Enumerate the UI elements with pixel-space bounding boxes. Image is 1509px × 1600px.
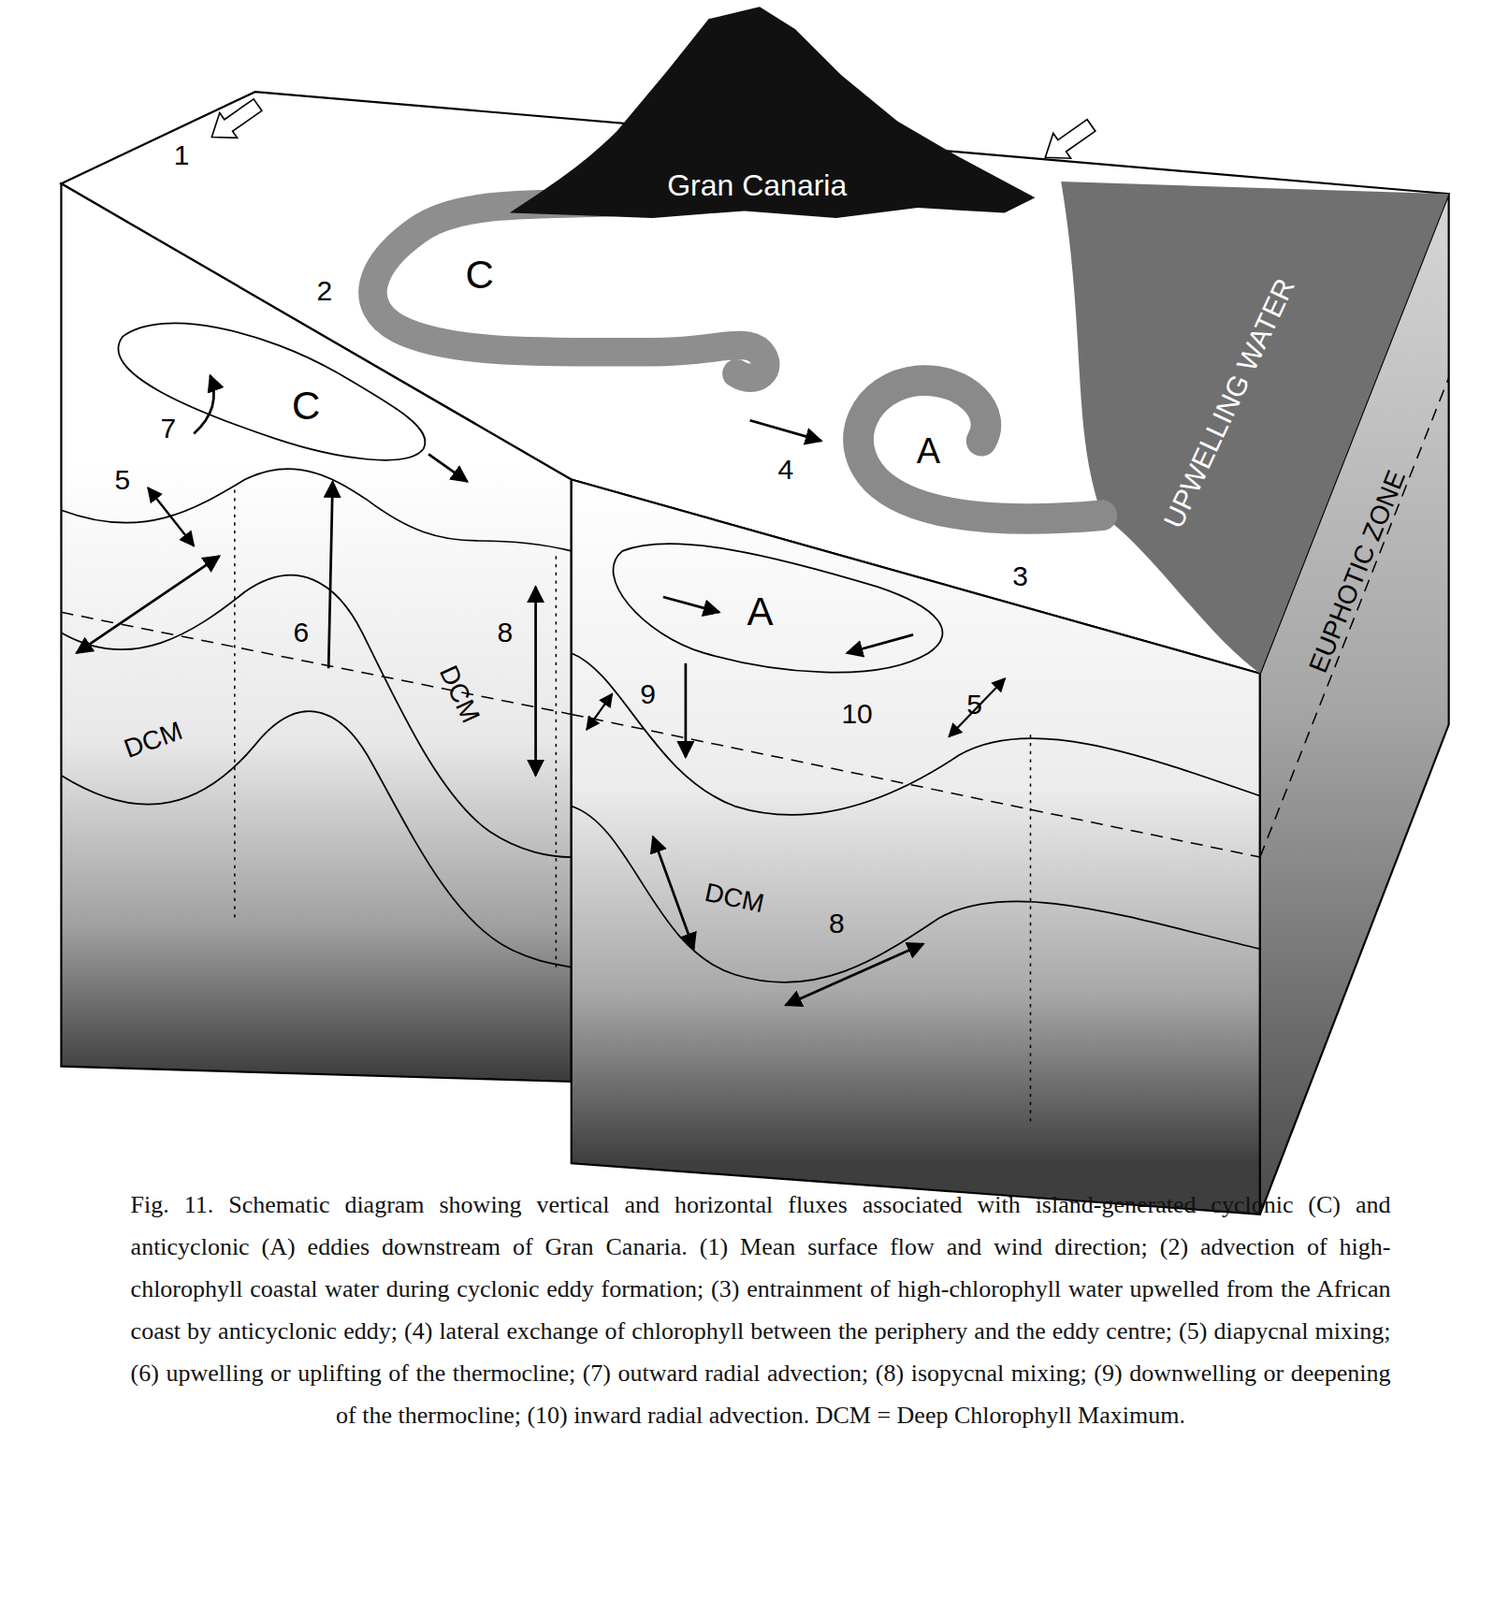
callout-number: 5 bbox=[966, 690, 983, 719]
callout-number: 7 bbox=[160, 414, 177, 443]
dcm-label: DCM bbox=[120, 717, 186, 763]
dcm-label: DCM bbox=[435, 661, 484, 727]
region-label: UPWELLING WATER bbox=[1159, 274, 1300, 533]
eddy-label: A bbox=[746, 592, 773, 632]
dcm-label: DCM bbox=[702, 878, 767, 917]
figure-caption: Fig. 11. Schematic diagram showing verti… bbox=[130, 1183, 1392, 1437]
callout-number: 2 bbox=[316, 276, 333, 305]
island-shape: Gran Canaria bbox=[489, 3, 1041, 218]
island-name: Gran Canaria bbox=[667, 168, 847, 204]
callout-number: 4 bbox=[777, 455, 794, 484]
eddy-label: C bbox=[291, 386, 320, 426]
eddy-label: A bbox=[916, 433, 941, 469]
eddy-label: C bbox=[464, 255, 494, 295]
callout-number: 6 bbox=[292, 618, 309, 647]
region-label: EUPHOTIC ZONE bbox=[1304, 466, 1409, 677]
callout-number: 9 bbox=[639, 680, 656, 709]
callout-number: 10 bbox=[841, 699, 872, 728]
callout-number: 8 bbox=[828, 909, 845, 938]
callout-number: 8 bbox=[497, 618, 514, 647]
callout-number: 3 bbox=[1012, 562, 1029, 591]
callout-number: 1 bbox=[174, 141, 190, 170]
callout-number: 5 bbox=[115, 465, 131, 494]
